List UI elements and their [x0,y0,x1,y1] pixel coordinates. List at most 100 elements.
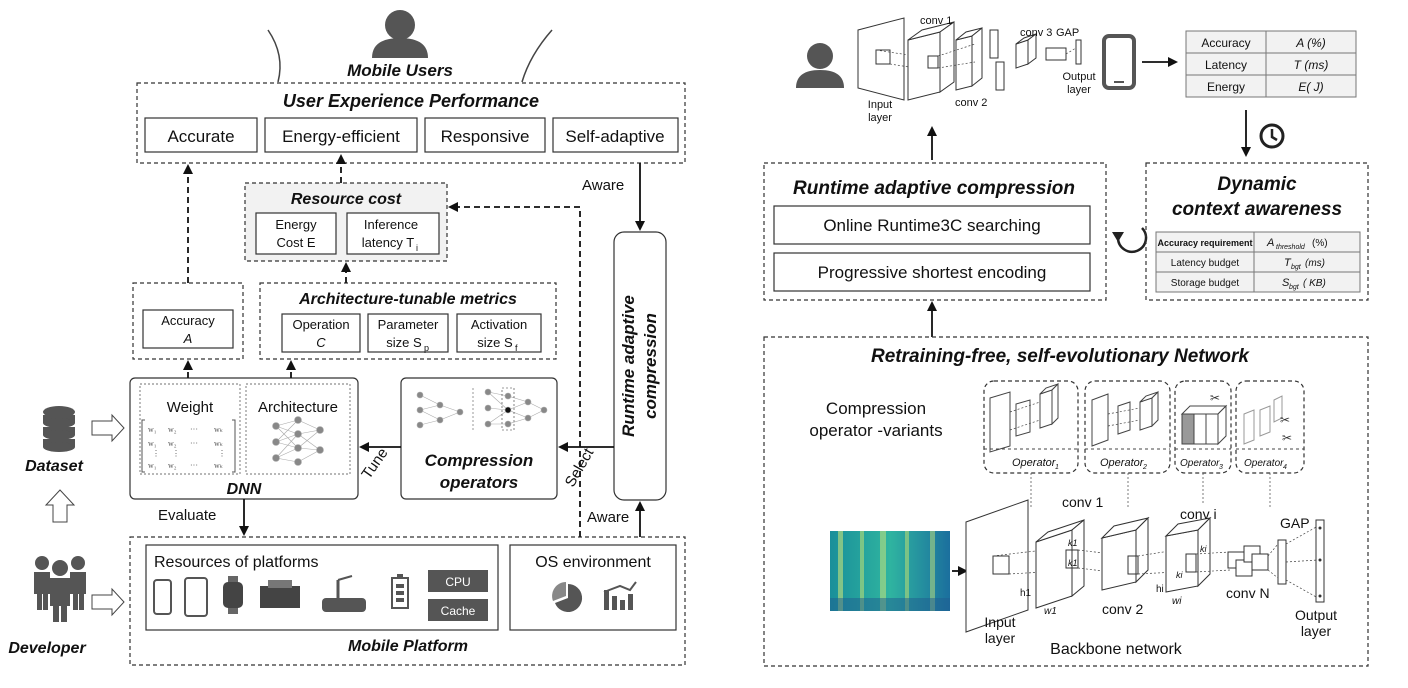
architecture-metrics-title: Architecture-tunable metrics [298,291,517,308]
dim-k1-a: k1 [1068,538,1078,548]
inference-line2: latency T [362,235,415,250]
svg-text:wₖ: wₖ [214,461,223,470]
backbone-diagram [965,499,1325,633]
dim-wi: wi [1172,596,1182,607]
parameter-line2: size S [386,335,422,350]
operator-3-sub: 3 [1219,464,1223,471]
user-icon-right [796,43,844,88]
backbone-input-line1: Input [984,614,1015,630]
dynamic-context-line1: Dynamic [1217,174,1297,195]
top-input-line1: Input [868,99,892,111]
weight-panel [139,383,241,475]
dynamic-context-line2: context awareness [1172,199,1342,220]
pie-chart-icon [552,582,583,612]
parameter-size-box [367,313,449,353]
smartphone-icon [1102,34,1136,90]
req-value-latency: T [1284,257,1292,269]
accuracy-line2: A [183,331,193,346]
operator-1-label: Operator [1012,457,1057,469]
metric-name-accuracy: Accuracy [1201,36,1250,50]
operator-4-sub: 4 [1283,464,1287,471]
req-unit-latency: (ms) [1305,258,1325,269]
online-search-label: Online Runtime3C searching [823,216,1040,235]
self-adaptive-label: Self-adaptive [565,127,664,146]
dim-hi: hi [1156,584,1164,595]
backbone-convi-label: conv i [1180,506,1217,522]
metric-value-latency: T (ms) [1294,58,1329,72]
top-gap-label: GAP [1056,27,1079,39]
bar-chart-icon [603,581,637,610]
top-cnn-diagram [857,17,1082,101]
operation-line2: C [316,335,326,350]
dim-k1-b: k1 [1068,558,1078,568]
board-icon [260,586,300,608]
mobile-platform-label: Mobile Platform [348,638,468,655]
os-environment-title: OS environment [535,554,651,571]
top-conv1-label: conv 1 [920,15,952,27]
accuracy-inner-box [142,309,234,349]
resource-cost-title: Resource cost [291,191,402,208]
svg-text:⋮: ⋮ [152,449,160,458]
requirements-table [1155,231,1361,293]
metric-value-energy: E( J) [1298,80,1323,94]
dataset-arrow [91,413,125,443]
accuracy-metric-box [132,282,244,360]
responsive-box [424,117,546,153]
robot-car-icon [322,598,366,612]
operation-line1: Operation [292,317,349,332]
mobile-platform-box [129,536,686,666]
operator-1-panel [983,380,1079,474]
tune-label: Tune [358,445,391,482]
req-name-accuracy: Accuracy requirement [1157,238,1252,248]
req-unit-storage: ( KB) [1303,278,1326,289]
runtime-compression-line2: compression [641,313,660,419]
backbone-conv1-label: conv 1 [1062,494,1103,510]
refresh-cycle-icon [1112,227,1148,254]
top-conv2-label: conv 2 [955,97,987,109]
top-input-line2: layer [868,112,892,124]
developer-up-arrow [44,489,76,523]
activation-size-box [456,313,542,353]
scissors-icon-2: ✂ [1280,413,1290,427]
compression-operators-line1: Compression [425,451,534,470]
operator-2-label: Operator [1100,457,1145,469]
energy-cost-line2: Cost E [276,235,315,250]
req-name-storage: Storage budget [1171,278,1240,289]
operator-1-sub: 1 [1055,464,1059,471]
aware-bottom-label: Aware [587,509,629,526]
dynamic-context-panel [1145,162,1369,301]
activation-subscript: f [515,343,518,353]
architecture-label: Architecture [258,399,338,416]
operator-variants-line2: operator -variants [809,421,942,440]
network-title: Retraining-free, self-evolutionary Netwo… [871,346,1250,367]
progressive-encoding-box [773,252,1091,292]
signal-arc-left [267,29,281,83]
svg-text:w₁: w₁ [148,425,157,434]
inference-line1: Inference [364,217,418,232]
mobile-users-label: Mobile Users [347,61,453,80]
backbone-conv2-label: conv 2 [1102,601,1143,617]
developer-arrow [91,587,125,617]
parameter-line1: Parameter [378,317,439,332]
svg-text:···: ··· [190,461,198,470]
svg-text:w₁: w₁ [148,461,157,470]
network-panel [763,336,1369,667]
database-icon [43,406,75,452]
energy-cost-box [255,212,337,255]
svg-text:w₂: w₂ [168,439,177,448]
dim-ki-a: ki [1200,544,1208,554]
dnn-label: DNN [227,481,262,498]
operator-2-sub: 2 [1142,464,1147,471]
top-output-line1: Output [1062,71,1095,83]
inference-subscript: i [416,243,418,253]
activation-line2: size S [477,335,513,350]
os-environment-box [509,544,677,631]
tablet-icon [184,577,208,617]
svg-text:w₁: w₁ [148,439,157,448]
svg-text:⋮: ⋮ [172,449,180,458]
operator-3-panel: ✂ [1174,380,1232,474]
req-value-accuracy: A [1266,237,1274,249]
scissors-icon: ✂ [1210,391,1220,405]
user-experience-box [136,82,686,164]
